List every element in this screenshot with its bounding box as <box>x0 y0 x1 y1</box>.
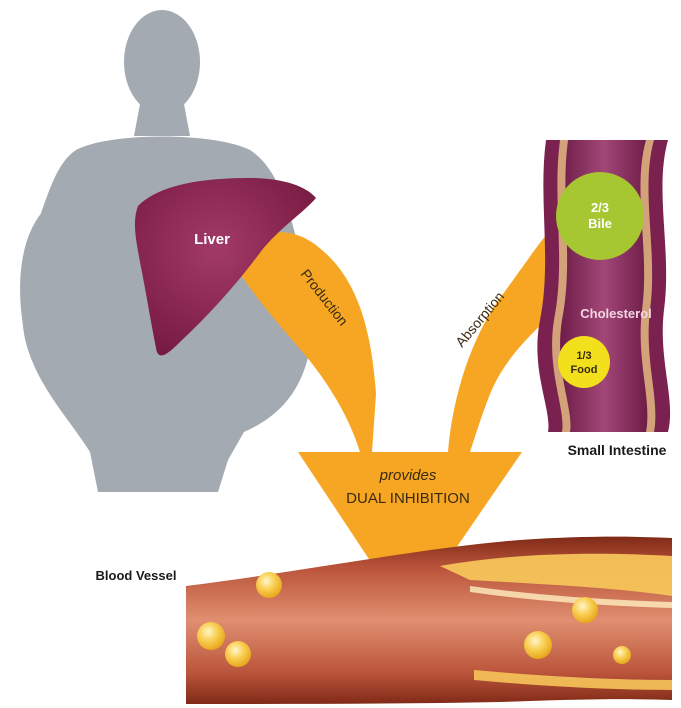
food-label-name: Food <box>571 364 598 376</box>
small-intestine-label: Small Intestine <box>568 442 667 458</box>
blood-vessel <box>186 537 672 704</box>
food-label-fraction: 1/3 <box>576 350 591 362</box>
dual-inhibition-label: DUAL INHIBITION <box>346 490 470 507</box>
cholesterol-label: Cholesterol <box>580 306 652 321</box>
provides-label: provides <box>379 467 437 484</box>
liver-label: Liver <box>194 231 230 248</box>
cholesterol-particle <box>225 641 251 667</box>
cholesterol-particle <box>613 646 631 664</box>
cholesterol-particle <box>524 631 552 659</box>
cholesterol-particle <box>256 572 282 598</box>
cholesterol-particle <box>572 597 598 623</box>
food-circle <box>558 336 610 388</box>
bile-label-fraction: 2/3 <box>591 200 609 215</box>
cholesterol-particle <box>197 622 225 650</box>
blood-vessel-label: Blood Vessel <box>96 568 177 583</box>
bile-label-name: Bile <box>588 216 612 231</box>
